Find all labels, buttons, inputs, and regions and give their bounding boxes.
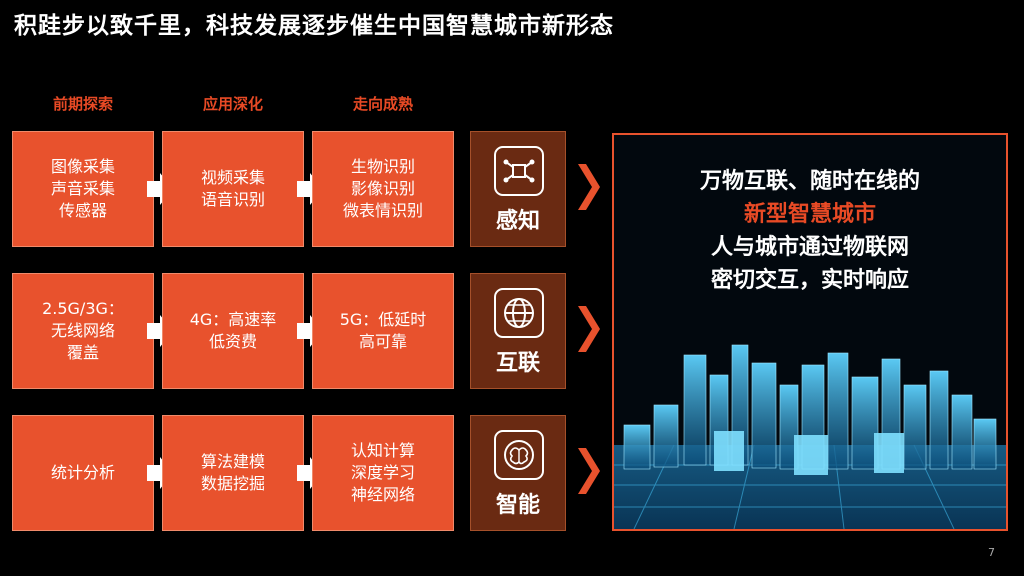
row3-deepen-box: 算法建模 数据挖掘: [162, 415, 304, 531]
row1-mature-box: 生物识别 影像识别 微表情识别: [312, 131, 454, 247]
phase-heading-mature: 走向成熟: [352, 95, 413, 113]
chevron-right-icon: [578, 164, 600, 210]
glowing-city-illustration: [614, 344, 1006, 529]
brain-icon: [494, 430, 544, 480]
category-label: 智能: [495, 493, 540, 518]
row3-early-box: 统计分析: [12, 415, 154, 531]
row1-deepen-box: 视频采集 语音识别: [162, 131, 304, 247]
globe-icon: [494, 288, 544, 338]
slide-title: 积跬步以致千里，科技发展逐步催生中国智慧城市新形态: [14, 13, 614, 39]
chevron-right-icon: [578, 448, 600, 494]
panel-line-3: 人与城市通过物联网: [710, 235, 909, 260]
chevron-right-icon: [578, 306, 600, 352]
row2-mature-box: 5G：低延时 高可靠: [312, 273, 454, 389]
row1-early-box: 图像采集 声音采集 传感器: [12, 131, 154, 247]
row2-deepen-box: 4G：高速率 低资费: [162, 273, 304, 389]
page-number: 7: [988, 546, 995, 559]
panel-highlight: 新型智慧城市: [743, 202, 876, 227]
smart-city-panel: 万物互联、随时在线的 新型智慧城市 人与城市通过物联网 密切交互，实时响应: [612, 133, 1008, 531]
row3-mature-box: 认知计算 深度学习 神经网络: [312, 415, 454, 531]
panel-text: 万物互联、随时在线的 新型智慧城市 人与城市通过物联网 密切交互，实时响应: [614, 165, 1006, 297]
category-intelligence-box: 智能: [470, 415, 566, 531]
category-label: 感知: [495, 209, 540, 234]
category-perception-box: 感知: [470, 131, 566, 247]
row2-early-box: 2.5G/3G： 无线网络 覆盖: [12, 273, 154, 389]
panel-line-1: 万物互联、随时在线的: [699, 169, 920, 194]
circuit-chip-icon: [494, 146, 544, 196]
category-label: 互联: [495, 351, 540, 376]
panel-line-4: 密切交互，实时响应: [710, 268, 909, 293]
category-interconnect-box: 互联: [470, 273, 566, 389]
phase-heading-deepen: 应用深化: [202, 95, 263, 113]
phase-heading-early: 前期探索: [52, 95, 113, 113]
